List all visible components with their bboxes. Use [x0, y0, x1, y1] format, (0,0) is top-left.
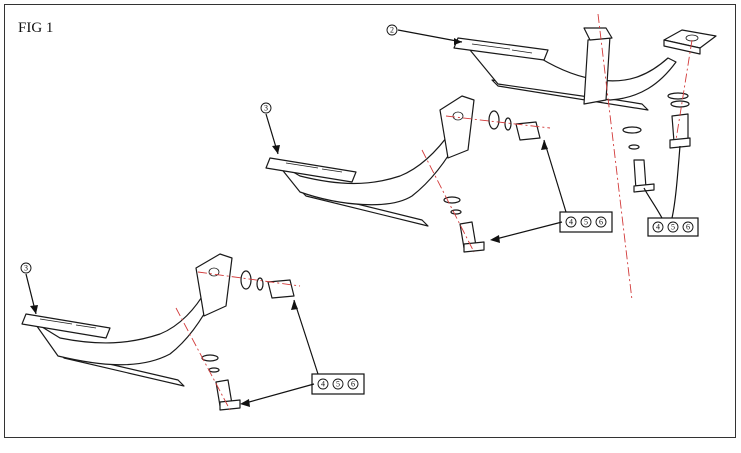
callout-number: 3 [264, 104, 268, 113]
callout-number: 5 [336, 380, 340, 389]
callout-bubble-2 [386, 24, 398, 36]
leader-line [491, 221, 563, 241]
leader-line [643, 187, 663, 219]
callout-bubble-3 [20, 262, 32, 274]
callout-number: 2 [390, 26, 394, 35]
callout-number: 4 [569, 218, 573, 227]
figure-label: FIG 1 [18, 20, 54, 36]
centerline [597, 13, 633, 301]
leader-line [241, 383, 315, 405]
bracket-lower-left [21, 253, 233, 387]
callout-number: 3 [24, 264, 28, 273]
callout-bubble-3 [260, 102, 272, 114]
callout-number: 5 [671, 223, 675, 232]
leader-arrowhead [454, 38, 462, 45]
figure-frame [4, 4, 736, 438]
callout-number: 6 [599, 218, 603, 227]
hardware-top-right-a [622, 126, 655, 193]
callout-number: 4 [321, 380, 325, 389]
leader-line [293, 299, 319, 375]
callout-number: 4 [656, 223, 660, 232]
bracket-top-right [453, 27, 717, 111]
leader-line [671, 145, 681, 219]
leader-line [543, 139, 567, 213]
callout-number: 6 [351, 380, 355, 389]
callout-number: 6 [686, 223, 690, 232]
leader-line [397, 29, 463, 43]
bracket-middle [265, 95, 475, 227]
callout-number: 5 [584, 218, 588, 227]
